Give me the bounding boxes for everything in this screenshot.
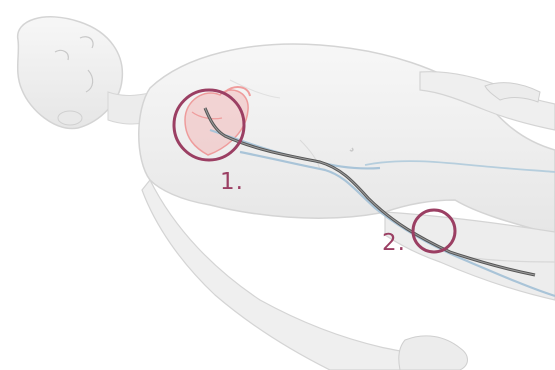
callout-label-1: 1. bbox=[220, 169, 244, 195]
left-hand bbox=[399, 336, 468, 370]
head bbox=[18, 17, 123, 129]
callout-label-2: 2. bbox=[382, 230, 406, 256]
